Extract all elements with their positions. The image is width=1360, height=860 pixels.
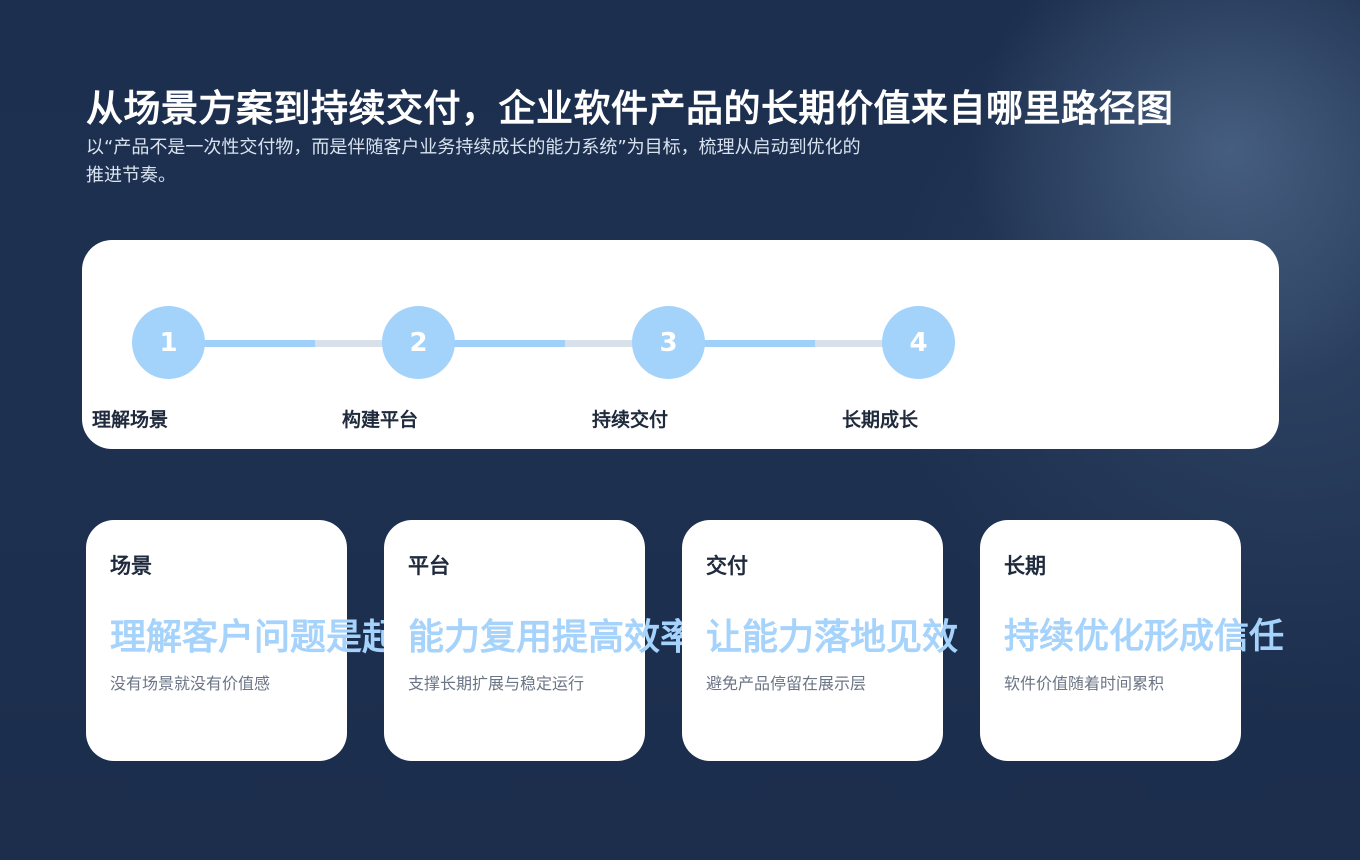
timeline-panel: 1 理解场景 2 构建平台 3 持续交付 4 长期成长 <box>82 240 1279 449</box>
step-marker-1: 1 <box>132 306 205 379</box>
step-number: 4 <box>909 327 928 358</box>
card-description: 没有场景就没有价值感 <box>110 674 271 693</box>
info-card-scenario: 场景 理解客户问题是起点 没有场景就没有价值感 <box>86 520 434 761</box>
info-card-delivery: 交付 让能力落地见效 避免产品停留在展示层 <box>682 520 958 761</box>
card-description: 支撑长期扩展与稳定运行 <box>408 674 585 693</box>
info-card-platform: 平台 能力复用提高效率 支撑长期扩展与稳定运行 <box>384 520 696 761</box>
step-number: 2 <box>409 327 428 358</box>
card-tag: 场景 <box>110 554 152 578</box>
card-description: 软件价值随着时间累积 <box>1004 674 1165 693</box>
card-headline: 让能力落地见效 <box>706 617 959 658</box>
page-title: 从场景方案到持续交付，企业软件产品的长期价值来自哪里路径图 <box>86 87 1174 130</box>
card-headline: 持续优化形成信任 <box>1004 617 1285 657</box>
step-label-2: 构建平台 <box>342 409 419 431</box>
step-number: 1 <box>159 327 178 358</box>
card-headline: 理解客户问题是起点 <box>110 617 435 658</box>
info-card-longterm: 长期 持续优化形成信任 软件价值随着时间累积 <box>980 520 1284 761</box>
timeline-connector-3-rest <box>815 340 885 347</box>
card-tag: 平台 <box>408 554 450 578</box>
step-label-3: 持续交付 <box>592 409 669 431</box>
card-tag: 交付 <box>706 554 748 578</box>
timeline-connector-2-rest <box>565 340 635 347</box>
timeline-connector-2 <box>452 340 565 347</box>
card-description: 避免产品停留在展示层 <box>706 674 867 693</box>
step-number: 3 <box>659 327 678 358</box>
step-label-1: 理解场景 <box>92 409 169 431</box>
card-tag: 长期 <box>1004 554 1046 578</box>
step-marker-3: 3 <box>632 306 705 379</box>
step-label-4: 长期成长 <box>842 409 919 431</box>
step-marker-4: 4 <box>882 306 955 379</box>
timeline-connector-1 <box>202 340 315 347</box>
timeline-connector-3 <box>702 340 815 347</box>
step-marker-2: 2 <box>382 306 455 379</box>
timeline-connector-1-rest <box>315 340 385 347</box>
card-headline: 能力复用提高效率 <box>408 617 697 658</box>
page-subtitle: 以“产品不是一次性交付物，而是伴随客户业务持续成长的能力系统”为目标，梳理从启动… <box>86 137 861 186</box>
